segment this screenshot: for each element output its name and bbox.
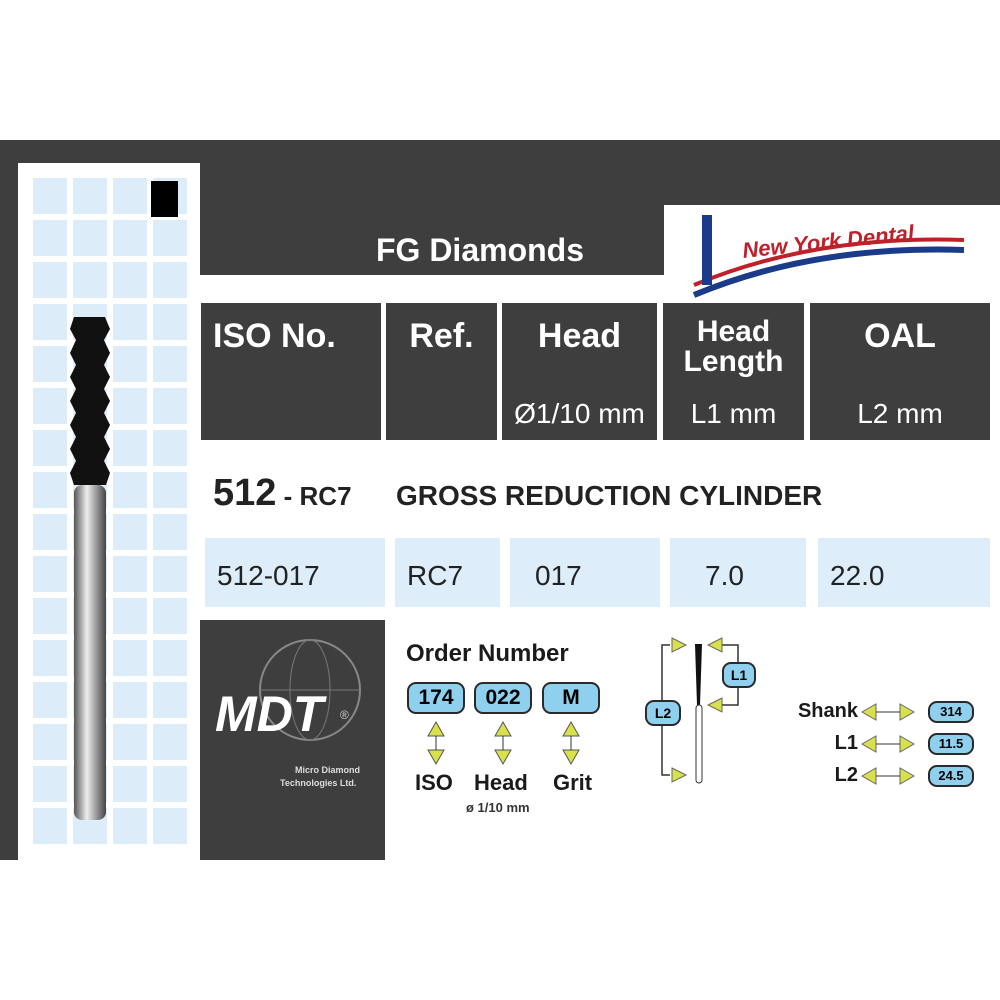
grid-cell (113, 598, 147, 634)
grid-cell (33, 388, 67, 424)
order-label-head: Head (474, 770, 528, 795)
grid-cell (113, 346, 147, 382)
grid-cell (153, 598, 187, 634)
grid-cell (113, 808, 147, 844)
grid-cell (113, 556, 147, 592)
grid-cell (33, 346, 67, 382)
value-head: 017 (510, 538, 660, 607)
grid-cell (153, 220, 187, 256)
grid-cell (113, 304, 147, 340)
value-oal: 22.0 (818, 538, 990, 607)
grid-cell (33, 682, 67, 718)
grid-cell (153, 430, 187, 466)
page-title: FG Diamonds (375, 232, 584, 268)
spec-value-shank: 314 (928, 701, 974, 723)
grid-cell (153, 682, 187, 718)
left-strip (0, 140, 18, 860)
grid-cell (33, 556, 67, 592)
order-code-grit: M (542, 682, 600, 714)
mdt-logo-box: MDT ® Micro Diamond Technologies Ltd. (200, 620, 385, 860)
spec-label-shank: Shank (797, 700, 858, 722)
order-code-head: 022 (474, 682, 532, 714)
grid-cell (113, 388, 147, 424)
grid-cell (113, 472, 147, 508)
grid-cell (33, 472, 67, 508)
grid-cell (73, 178, 107, 214)
grid-cell (113, 514, 147, 550)
order-label-iso: ISO (415, 770, 453, 795)
header-ref: Ref. (386, 303, 497, 440)
order-arrows (427, 720, 580, 766)
grid-cell (153, 640, 187, 676)
grid-cell (153, 262, 187, 298)
diagram-l2: L2 (645, 700, 681, 726)
grid-cell (153, 808, 187, 844)
spec-arrows (860, 703, 916, 785)
product-line: 512 - RC7 GROSS REDUCTION CYLINDER (213, 472, 823, 514)
grid-cell (113, 262, 147, 298)
grid-cell (153, 346, 187, 382)
grid-cell (33, 304, 67, 340)
grid-cell (33, 766, 67, 802)
spec-value-l2: 24.5 (928, 765, 974, 787)
grid-cell (153, 472, 187, 508)
order-code-iso: 174 (407, 682, 465, 714)
grid-cell (33, 598, 67, 634)
spec-value-l1: 11.5 (928, 733, 974, 755)
bur-image (70, 317, 110, 820)
value-ref: RC7 (395, 538, 500, 607)
grid-cell (113, 640, 147, 676)
grid-cell (153, 556, 187, 592)
grid-cell (153, 514, 187, 550)
grid-cell (33, 220, 67, 256)
grid-cell (33, 808, 67, 844)
grid-cell (73, 220, 107, 256)
statue-of-liberty-icon (692, 215, 965, 298)
order-head-sub: ø 1/10 mm (466, 800, 530, 815)
grid-cell (73, 262, 107, 298)
order-number-title: Order Number (406, 640, 569, 667)
globe-icon (259, 639, 361, 741)
grid-cell (113, 220, 147, 256)
grid-cell (153, 766, 187, 802)
grid-cell (113, 178, 147, 214)
diagram-l1: L1 (722, 662, 756, 688)
grid-marker (151, 181, 178, 217)
grid-cell (113, 682, 147, 718)
grid-cell (113, 766, 147, 802)
grid-cell (153, 724, 187, 760)
grid-cell (153, 304, 187, 340)
grid-cell (33, 178, 67, 214)
grid-cell (33, 430, 67, 466)
brand-logo: New York Dental (664, 205, 1000, 300)
grid-cell (113, 430, 147, 466)
grid-cell (33, 262, 67, 298)
grid-cell (113, 724, 147, 760)
grid-cell (33, 514, 67, 550)
grid-cell (33, 640, 67, 676)
grid-cell (153, 388, 187, 424)
value-head-length: 7.0 (670, 538, 806, 607)
order-label-grit: Grit (553, 770, 593, 795)
value-iso: 512-017 (205, 538, 385, 607)
dimension-diagram (661, 637, 739, 784)
header-iso: ISO No. (201, 303, 381, 440)
grid-cell (33, 724, 67, 760)
spec-label-l1: L1 (834, 732, 858, 754)
spec-label-l2: L2 (834, 764, 858, 786)
